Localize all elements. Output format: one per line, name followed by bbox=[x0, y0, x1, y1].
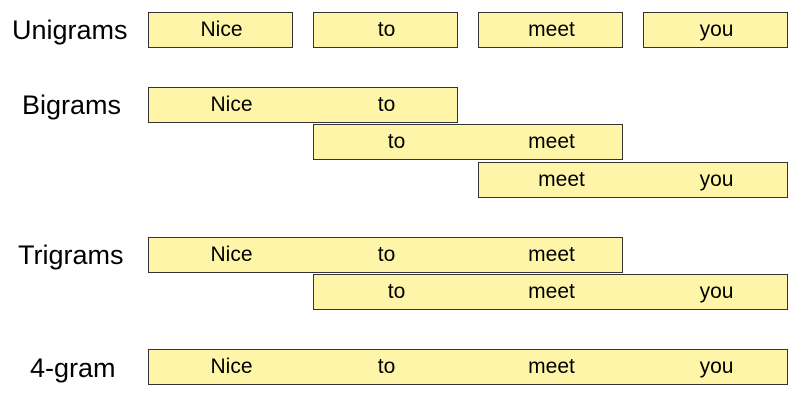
gram-word: meet bbox=[528, 280, 575, 303]
unigram-box: to bbox=[313, 12, 458, 48]
gram-word: Nice bbox=[210, 355, 253, 378]
row-label-4gram: 4-gram bbox=[30, 353, 116, 383]
gram-word: Nice bbox=[210, 93, 253, 116]
gram-word: you bbox=[699, 18, 734, 41]
gram-word: meet bbox=[528, 355, 575, 378]
bigram-box: to meet bbox=[313, 124, 623, 160]
gram-word: to bbox=[377, 243, 396, 266]
unigram-box: you bbox=[643, 12, 788, 48]
gram-word: meet bbox=[528, 243, 575, 266]
gram-word: to bbox=[377, 18, 396, 41]
gram-word: to bbox=[377, 93, 396, 116]
bigram-box: meet you bbox=[478, 162, 788, 198]
gram-word: you bbox=[699, 355, 734, 378]
unigram-box: Nice bbox=[148, 12, 293, 48]
gram-word: meet bbox=[538, 168, 585, 191]
gram-word: to bbox=[387, 280, 406, 303]
gram-word: Nice bbox=[210, 243, 253, 266]
bigram-box: Nice to bbox=[148, 87, 458, 123]
trigram-box: Nice to meet bbox=[148, 237, 623, 273]
gram-word: meet bbox=[528, 18, 575, 41]
unigram-box: meet bbox=[478, 12, 623, 48]
row-label-bigrams: Bigrams bbox=[22, 90, 122, 120]
row-label-trigrams: Trigrams bbox=[18, 240, 124, 270]
gram-word: to bbox=[387, 130, 406, 153]
gram-word: to bbox=[377, 355, 396, 378]
fourgram-box: Nice to meet you bbox=[148, 349, 788, 385]
trigram-box: to meet you bbox=[313, 274, 788, 310]
gram-word: Nice bbox=[200, 18, 243, 41]
row-label-unigrams: Unigrams bbox=[12, 15, 128, 45]
gram-word: meet bbox=[528, 130, 575, 153]
gram-word: you bbox=[699, 168, 734, 191]
gram-word: you bbox=[699, 280, 734, 303]
